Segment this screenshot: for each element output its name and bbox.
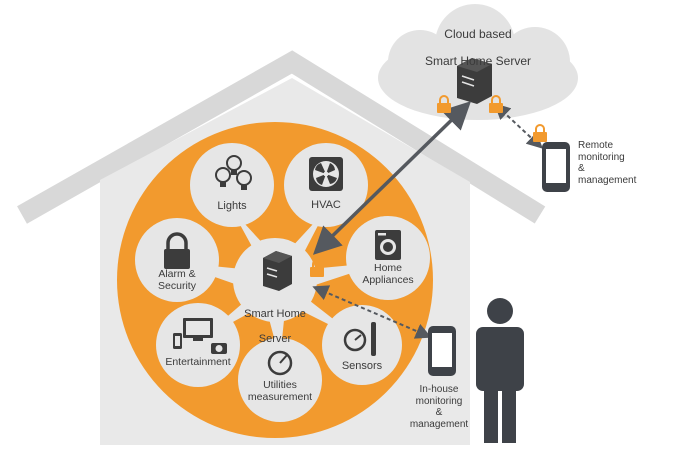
node-lights xyxy=(190,143,274,227)
person-icon xyxy=(476,298,524,443)
washing-machine-icon xyxy=(375,230,401,260)
node-sensors xyxy=(322,305,402,385)
hub-server-icon xyxy=(263,251,292,291)
node-entertainment xyxy=(156,303,240,387)
node-label-hvac: HVAC xyxy=(311,199,341,211)
cloud-link-arrow xyxy=(312,101,472,255)
light-bulbs-icon xyxy=(215,155,252,190)
node-label-entertainment: Entertainment xyxy=(165,356,231,368)
cloud-server-label: Cloud based Smart Home Server xyxy=(408,14,548,69)
node-label-sensors: Sensors xyxy=(341,360,383,372)
node-label-alarm-security: Alarm & Security xyxy=(158,268,196,293)
cloud-server-line1: Cloud based xyxy=(444,26,512,41)
cloud-server-icon xyxy=(457,58,492,104)
lock-icon-remote xyxy=(533,124,547,142)
node-label-utilities: Utilities measurement xyxy=(247,379,313,404)
node-utilities xyxy=(238,338,322,422)
remote-link-dashed xyxy=(494,103,543,149)
hub-label: Smart Home Server xyxy=(225,295,325,346)
meter-icon xyxy=(267,350,293,376)
inhouse-monitoring-label: In-house monitoring & management xyxy=(409,384,469,430)
lock-icon-cloud-right xyxy=(489,95,503,113)
tv-phone-camera-icon xyxy=(173,318,227,354)
node-label-home-appliances: Home Appliances xyxy=(362,262,414,287)
cloud-server-line2: Smart Home Server xyxy=(424,54,532,69)
lock-icon-cloud-left xyxy=(437,95,451,113)
remote-monitoring-label: Remote monitoring & management xyxy=(578,140,637,186)
inhouse-link-dashed xyxy=(312,285,432,339)
node-label-lights: Lights xyxy=(217,200,247,212)
fan-icon xyxy=(309,157,343,191)
hub-label-line1: Smart Home xyxy=(244,307,306,320)
lock-icon-hub xyxy=(310,259,324,277)
inhouse-phone-icon xyxy=(428,326,456,376)
padlock-icon xyxy=(164,232,190,269)
cloud-shape xyxy=(378,4,578,120)
hub-label-line2: Server xyxy=(258,332,292,345)
remote-phone-icon xyxy=(542,142,570,192)
